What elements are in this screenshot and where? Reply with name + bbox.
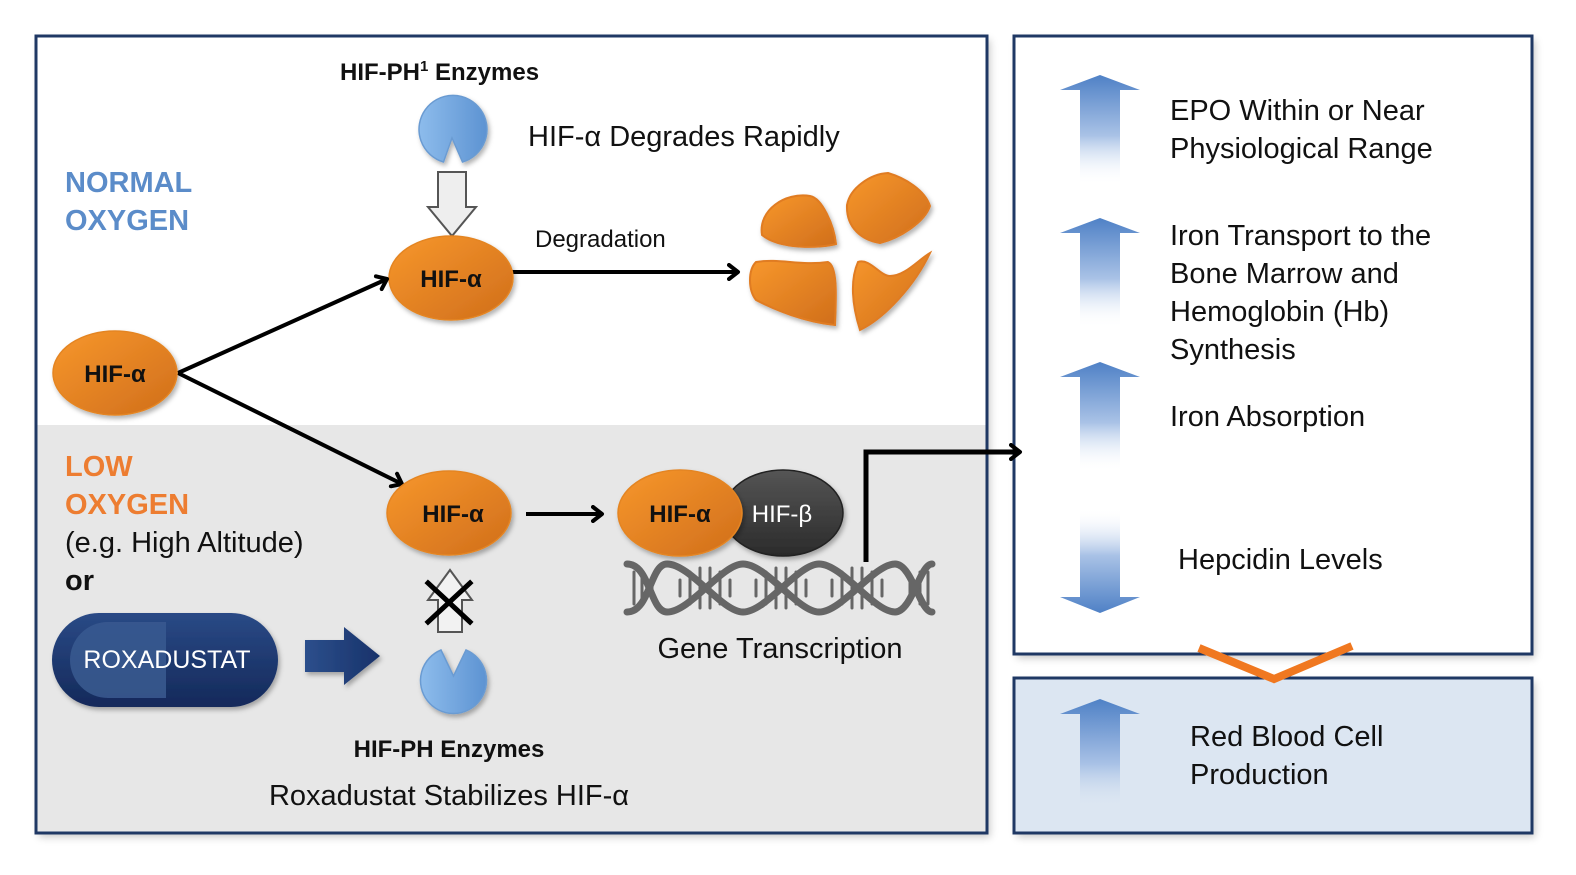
- gene-transcription-label: Gene Transcription: [657, 633, 902, 665]
- enzymes-footnote-superscript: 1: [420, 58, 428, 75]
- hif-alpha-ellipse: [386, 470, 512, 556]
- result-item-rbc: Red Blood Cell Production: [1060, 699, 1383, 808]
- degraded-fragments-icon: [749, 171, 933, 332]
- or-label: or: [65, 565, 94, 597]
- dna-strand-2: [623, 560, 936, 616]
- effect-item-iron-absorption: Iron Absorption: [1060, 362, 1365, 472]
- blocked-x-icon: [424, 579, 474, 626]
- blocked-up-arrow: [424, 568, 474, 633]
- hif-complex: HIF-α HIF-β: [617, 469, 844, 557]
- low-oxygen-label-line2: OXYGEN: [65, 489, 189, 521]
- result-line: Production: [1190, 759, 1329, 791]
- effects-panel-border: [1012, 34, 1534, 656]
- chevron-down-icon: [1197, 642, 1354, 684]
- fragment-1: [760, 194, 838, 248]
- hif-alpha-label: HIF-α: [422, 501, 484, 528]
- hollow-down-arrow-icon: [425, 171, 479, 238]
- hif-alpha-ellipse: [617, 469, 743, 557]
- hif-ph-enzymes-label-bottom: HIF-PH Enzymes: [354, 736, 545, 763]
- dna-strand-1: [623, 560, 936, 616]
- roxadustat-label: ROXADUSTAT: [83, 646, 250, 674]
- transcription-to-effects-arrow: [863, 443, 1022, 562]
- effect-line: Hepcidin Levels: [1178, 544, 1383, 576]
- effect-line: Iron Absorption: [1170, 401, 1365, 433]
- roxadustat-pill: ROXADUSTAT: [52, 613, 278, 707]
- enzymes-suffix-text: Enzymes: [428, 59, 539, 86]
- effect-item-hepcidin: Hepcidin Levels: [1060, 508, 1383, 613]
- hif-alpha-node-origin: HIF-α: [52, 330, 178, 416]
- roxadustat-stabilizes-text: Roxadustat Stabilizes HIF-α: [269, 780, 629, 812]
- normal-oxygen-label-line2: OXYGEN: [65, 205, 189, 237]
- effect-line: Physiological Range: [1170, 133, 1433, 165]
- effect-line: Bone Marrow and: [1170, 258, 1399, 290]
- hif-ph-enzyme-icon-top: [418, 94, 488, 163]
- result-line: Red Blood Cell: [1190, 721, 1383, 753]
- complex-hif-alpha-label: HIF-α: [649, 501, 711, 528]
- fragment-4: [851, 250, 933, 332]
- effect-line: Hemoglobin (Hb): [1170, 296, 1389, 328]
- branch-arrow-to-normal: [177, 274, 389, 375]
- effect-item-epo: EPO Within or Near Physiological Range: [1060, 75, 1433, 185]
- down-arrow-icon: [1060, 508, 1140, 613]
- enzymes-label-text: HIF-PH: [340, 59, 420, 86]
- hif-ph-enzyme-icon-bottom: [419, 649, 488, 715]
- hif-ph-enzymes-label-top: HIF-PH1 Enzymes: [340, 58, 539, 86]
- hif-alpha-label: HIF-α: [420, 266, 482, 293]
- left-panel: [34, 34, 989, 835]
- up-arrow-icon: [1060, 362, 1140, 472]
- effect-line: Iron Transport to the: [1170, 220, 1431, 252]
- hif-alpha-ellipse: [52, 330, 178, 416]
- effect-item-iron-transport: Iron Transport to the Bone Marrow and He…: [1060, 218, 1431, 366]
- degradation-label: Degradation: [535, 226, 666, 253]
- branch-arrow-to-low: [177, 371, 404, 489]
- hif-alpha-node-normal: HIF-α: [388, 235, 514, 321]
- pill-half-highlight: [70, 622, 166, 698]
- up-arrow-icon: [1060, 75, 1140, 185]
- fragment-3: [749, 259, 837, 327]
- effect-line: EPO Within or Near: [1170, 95, 1425, 127]
- roxadustat-inhibits-arrow-icon: [305, 627, 380, 685]
- hif-alpha-label: HIF-α: [84, 361, 146, 388]
- effect-line: Synthesis: [1170, 334, 1296, 366]
- normal-oxygen-label-line1: NORMAL: [65, 167, 192, 199]
- dna-helix-icon: [623, 560, 936, 616]
- up-arrow-icon: [1060, 699, 1140, 808]
- low-oxygen-example: (e.g. High Altitude): [65, 527, 304, 559]
- low-oxygen-label-line1: LOW: [65, 451, 133, 483]
- hif-alpha-ellipse: [388, 235, 514, 321]
- complex-hif-beta-label: HIF-β: [752, 501, 812, 528]
- hif-alpha-node-low: HIF-α: [386, 470, 512, 556]
- up-arrow-icon: [1060, 218, 1140, 328]
- fragment-2: [845, 171, 932, 245]
- left-panel-border: [34, 34, 989, 835]
- degrades-rapidly-text: HIF-α Degrades Rapidly: [528, 121, 840, 153]
